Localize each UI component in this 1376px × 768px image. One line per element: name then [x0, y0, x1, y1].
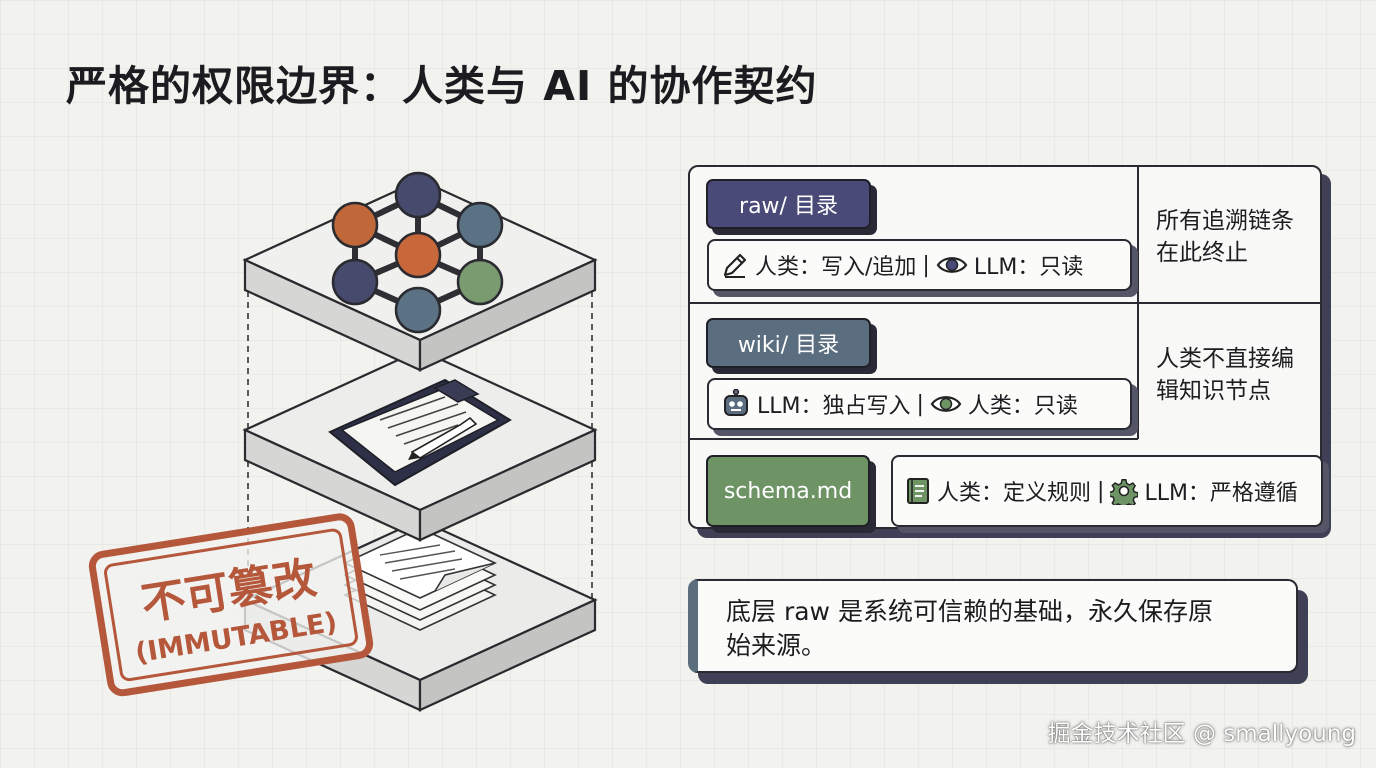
tag-schema-file: schema.md: [706, 455, 870, 527]
raw-llm-permission: LLM：只读: [973, 255, 1084, 280]
eye-icon: [930, 396, 962, 412]
raw-human-permission: 人类：写入/追加: [755, 255, 917, 280]
wiki-human-permission: 人类：只读: [967, 394, 1078, 419]
layer-stack-illustration: 不可篡改 (IMMUTABLE): [88, 171, 598, 712]
schema-llm-permission: LLM：严格遵循: [1144, 481, 1298, 506]
immutable-stamp: 不可篡改 (IMMUTABLE): [88, 513, 374, 697]
document-stack-icon: [343, 527, 497, 631]
page-title: 严格的权限边界：人类与 AI 的协作契约: [66, 62, 818, 110]
eye-icon: [936, 257, 968, 273]
separator: |: [916, 391, 924, 417]
tag-wiki-directory: wiki/ 目录: [706, 318, 871, 368]
raw-note: 所有追溯链条 在此终止: [1156, 208, 1294, 266]
wiki-note: 人类不直接编 辑知识节点: [1156, 346, 1294, 404]
wiki-permissions: LLM：独占写入 | 人类：只读: [707, 378, 1132, 430]
pencil-icon: [723, 253, 747, 278]
separator: |: [922, 252, 930, 278]
raw-permissions: 人类：写入/追加 | LLM：只读: [707, 239, 1132, 291]
book-icon: [907, 478, 929, 504]
wiki-llm-permission: LLM：独占写入: [757, 394, 911, 419]
clipboard-icon: [328, 378, 512, 487]
watermark: 掘金技术社区 @ smallyoung: [1047, 721, 1356, 747]
column-divider: [1137, 165, 1139, 439]
gear-icon: [1110, 479, 1139, 505]
bottom-note: 底层 raw 是系统可信赖的基础，永久保存原 始来源。: [688, 579, 1298, 673]
row-divider: [688, 302, 1322, 304]
schema-permissions: 人类：定义规则 | LLM：严格遵循: [891, 455, 1323, 527]
row-divider: [688, 438, 1138, 440]
tag-raw-directory: raw/ 目录: [706, 179, 871, 229]
robot-icon: [724, 389, 748, 416]
knowledge-graph-icon: [331, 171, 504, 334]
separator: |: [1097, 478, 1105, 504]
schema-human-permission: 人类：定义规则: [937, 481, 1092, 506]
